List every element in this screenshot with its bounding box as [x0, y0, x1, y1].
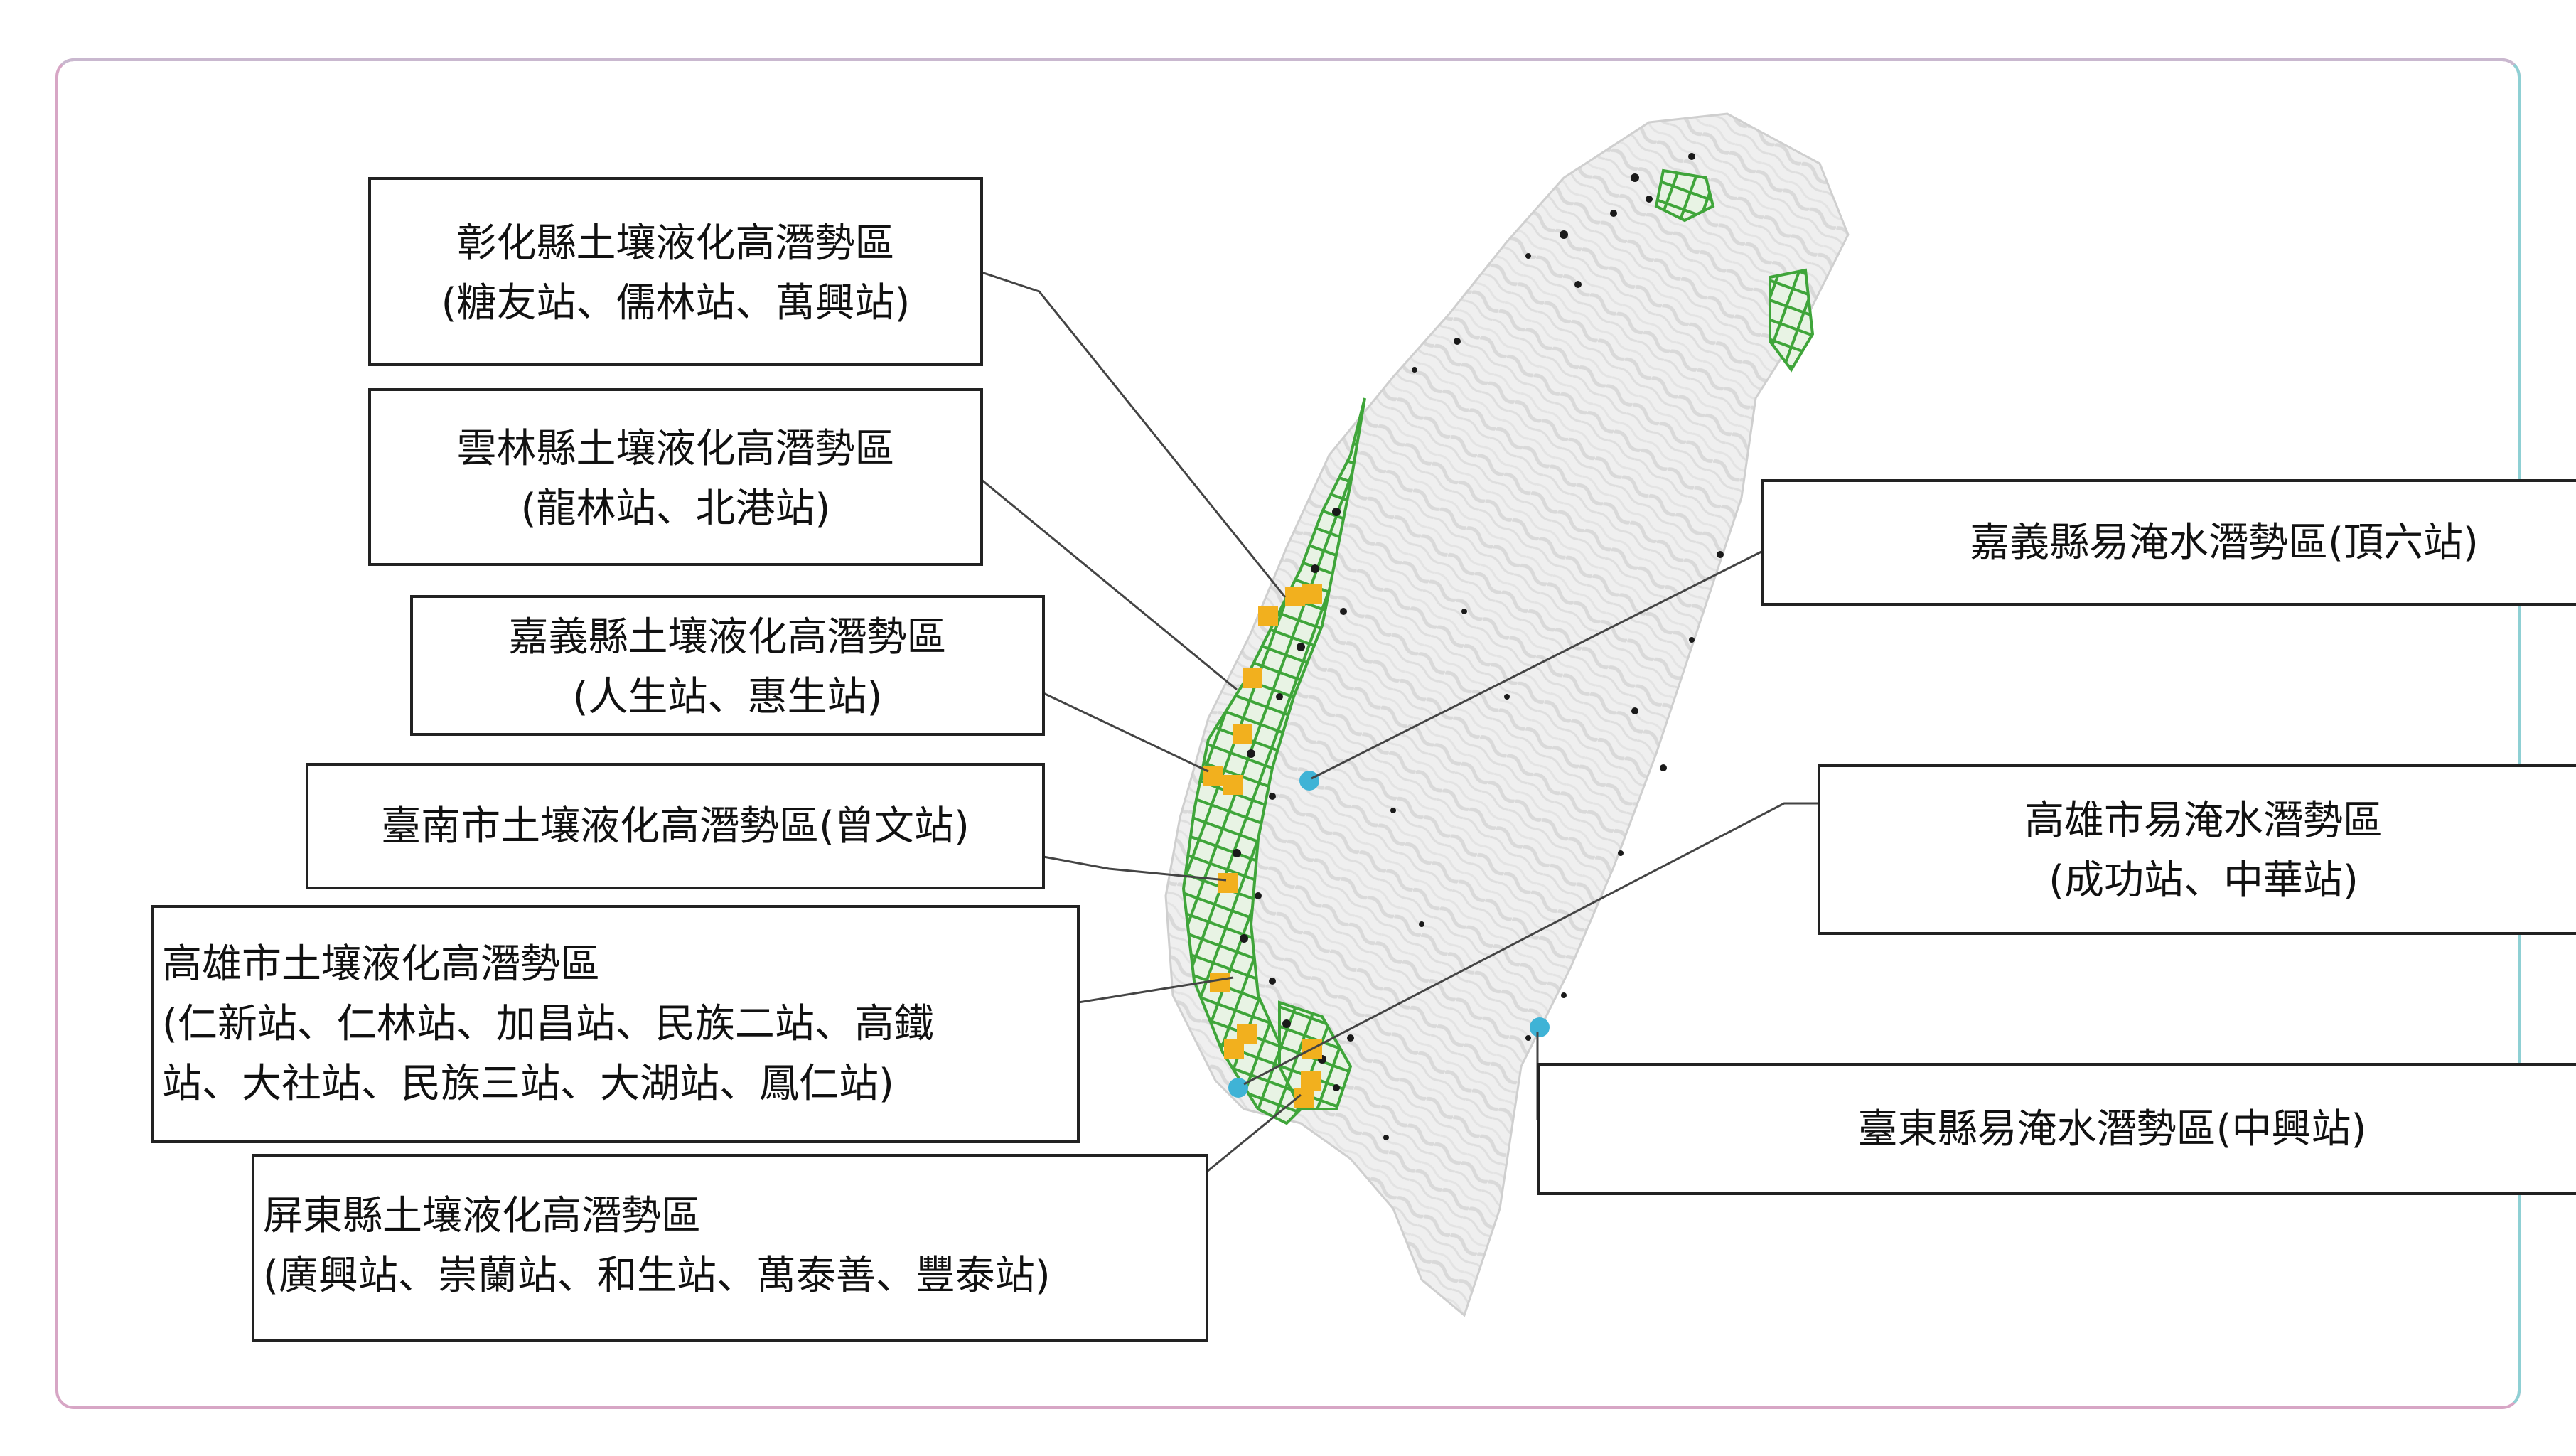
callout-stations: (人生站、惠生站): [572, 674, 883, 720]
callout-changhua-liquefaction: 彰化縣土壤液化高潛勢區 (糖友站、儒林站、萬興站): [368, 177, 983, 366]
callout-kaohsiung-liquefaction: 高雄市土壤液化高潛勢區 (仁新站、仁林站、加昌站、民族二站、高鐵 站、大社站、民…: [151, 905, 1080, 1143]
taiwan-island: [1164, 112, 1850, 1317]
callout-title: 嘉義縣土壤液化高潛勢區: [508, 614, 947, 660]
callout-taitung-flood: 臺東縣易淹水潛勢區(中興站): [1537, 1063, 2576, 1195]
callout-stations: (廣興站、崇蘭站、和生站、萬泰善、豐泰站): [263, 1253, 1051, 1299]
callout-chiayi-liquefaction: 嘉義縣土壤液化高潛勢區 (人生站、惠生站): [410, 595, 1045, 736]
callout-stations-cont: 站、大社站、民族三站、大湖站、鳳仁站): [162, 1061, 894, 1107]
callout-stations: (仁新站、仁林站、加昌站、民族二站、高鐵: [162, 1001, 934, 1047]
callout-tainan-liquefaction: 臺南市土壤液化高潛勢區(曾文站): [306, 763, 1045, 889]
callout-title: 嘉義縣易淹水潛勢區(頂六站): [1970, 520, 2479, 566]
callout-title: 臺東縣易淹水潛勢區(中興站): [1857, 1106, 2367, 1152]
callout-title: 屏東縣土壤液化高潛勢區: [263, 1193, 701, 1239]
flood-station-markers: [1228, 771, 1550, 1098]
callout-pingtung-liquefaction: 屏東縣土壤液化高潛勢區 (廣興站、崇蘭站、和生站、萬泰善、豐泰站): [252, 1154, 1208, 1342]
callout-title: 彰化縣土壤液化高潛勢區: [456, 220, 895, 267]
callout-stations: (糖友站、儒林站、萬興站): [441, 280, 911, 326]
callout-chiayi-flood: 嘉義縣易淹水潛勢區(頂六站): [1761, 479, 2576, 606]
callout-title: 高雄市土壤液化高潛勢區: [162, 941, 600, 987]
figure-frame: [55, 58, 2521, 1409]
callout-title: 臺南市土壤液化高潛勢區(曾文站): [381, 803, 970, 850]
callout-kaohsiung-flood: 高雄市易淹水潛勢區 (成功站、中華站): [1818, 764, 2576, 935]
callout-yunlin-liquefaction: 雲林縣土壤液化高潛勢區 (龍林站、北港站): [368, 388, 983, 566]
callout-stations: (龍林站、北港站): [520, 486, 831, 532]
liquefaction-station-markers: [1203, 584, 1322, 1108]
callout-title: 雲林縣土壤液化高潛勢區: [456, 426, 895, 472]
callout-title: 高雄市易淹水潛勢區: [2024, 798, 2383, 844]
dense-point-clusters: [1233, 153, 1724, 1140]
callout-stations: (成功站、中華站): [2049, 857, 2358, 904]
